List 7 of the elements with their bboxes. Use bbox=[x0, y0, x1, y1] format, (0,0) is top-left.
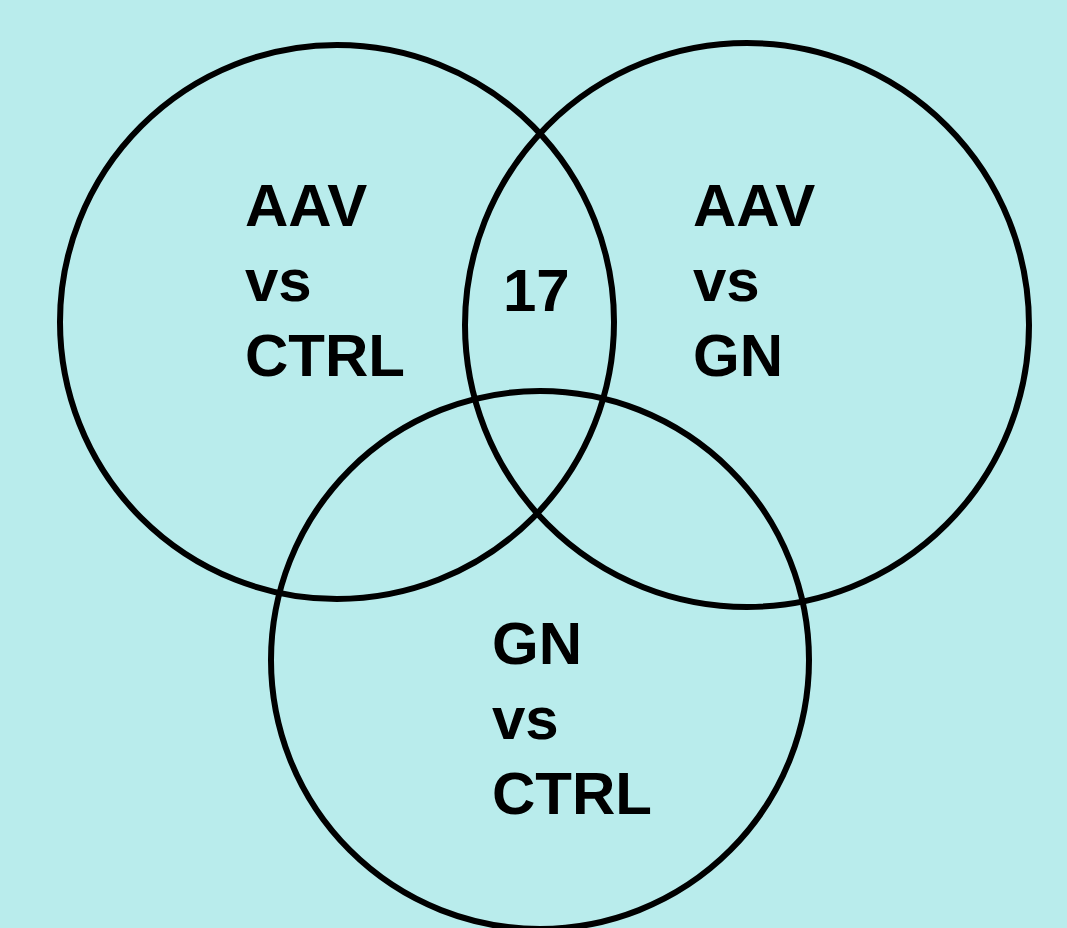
venn-circle bbox=[268, 388, 812, 928]
venn-circle bbox=[462, 40, 1032, 610]
set-label: AAV vs GN bbox=[693, 171, 816, 391]
venn-circle bbox=[57, 42, 617, 602]
intersection-count: 17 bbox=[503, 256, 570, 326]
set-label: GN vs CTRL bbox=[492, 609, 652, 829]
set-label: AAV vs CTRL bbox=[245, 171, 405, 391]
